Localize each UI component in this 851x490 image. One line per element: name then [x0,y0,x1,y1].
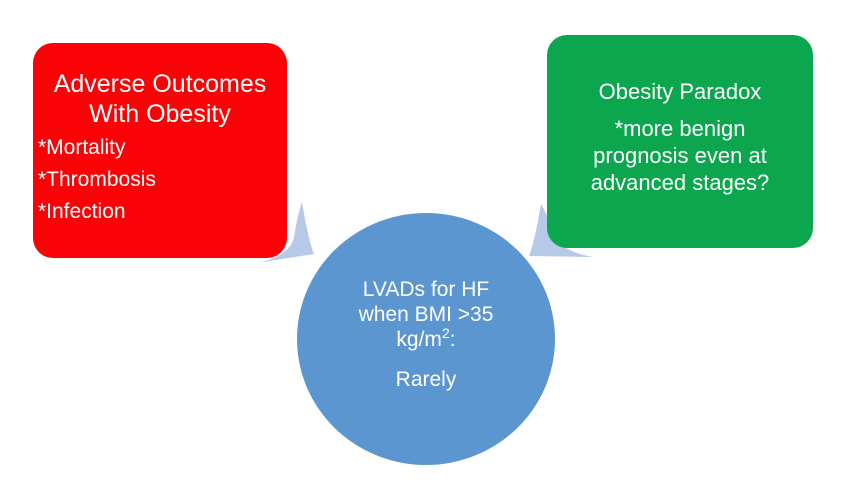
obesity-paradox-title: Obesity Paradox [598,79,762,104]
bullet-thrombosis: *Thrombosis [38,168,156,191]
bullet-infection: *Infection [38,200,126,223]
lvad-question-lines: LVADs for HF when BMI >35 [358,278,494,326]
obesity-paradox-body: *more benign prognosis even at advanced … [590,116,770,195]
units-superscript: 2 [441,325,450,341]
lvad-units-line: kg/m2: [297,325,555,352]
obesity-paradox-callout: Obesity Paradox *more benign prognosis e… [547,35,813,248]
adverse-outcomes-title: Adverse Outcomes With Obesity [53,70,267,128]
lvad-answer: Rarely [395,368,457,391]
left-callout-tail-icon [257,202,314,263]
units-suffix: : [449,328,456,351]
adverse-outcomes-bullet-list: *Mortality *Thrombosis *Infection [33,136,287,224]
right-callout-tail-icon [529,204,593,257]
bullet-mortality: *Mortality [38,136,126,159]
units-prefix: kg/m [396,328,442,351]
adverse-outcomes-callout: Adverse Outcomes With Obesity *Mortality… [33,43,287,258]
lvad-conclusion-circle: LVADs for HF when BMI >35 kg/m2: Rarely [297,213,555,465]
